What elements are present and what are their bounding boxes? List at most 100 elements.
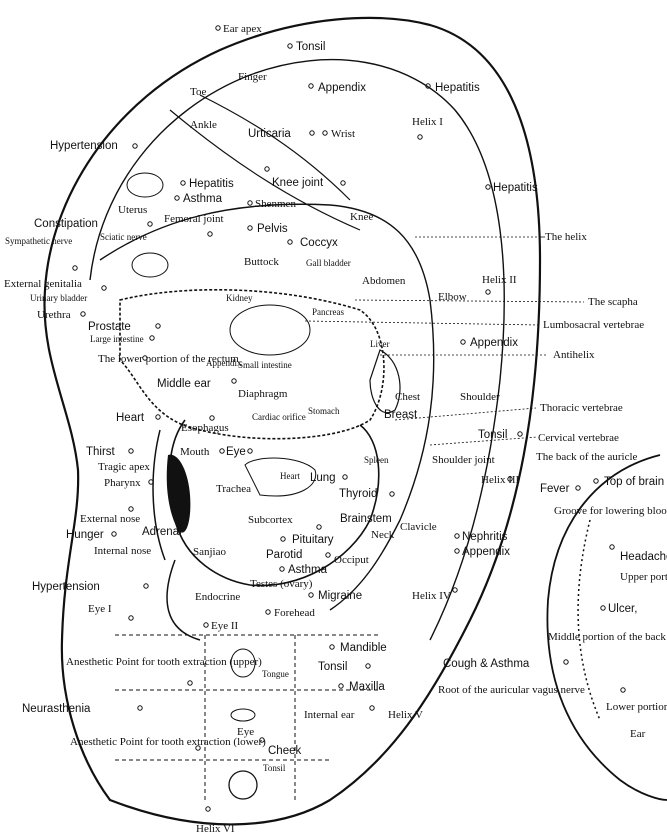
label-mandible: Mandible xyxy=(340,642,387,654)
label-hunger: Hunger xyxy=(66,529,104,541)
label-migraine: Migraine xyxy=(318,590,362,602)
label-hepatitis-right: Hepatitis xyxy=(493,182,538,194)
label-internal-nose: Internal nose xyxy=(94,545,151,557)
label-middle-back: Middle portion of the back xyxy=(548,631,666,643)
label-anesthetic-upper: Anesthetic Point for tooth extraction (u… xyxy=(66,656,262,668)
label-root-vagus: Root of the auricular vagus nerve xyxy=(438,684,585,696)
label-headache: Headache xyxy=(620,551,667,563)
label-finger: Finger xyxy=(238,71,267,83)
label-brainstem: Brainstem xyxy=(340,513,392,525)
label-lumbosacral: Lumbosacral vertebrae xyxy=(543,319,644,331)
label-coccyx: Coccyx xyxy=(300,237,338,249)
label-tongue: Tongue xyxy=(262,669,289,679)
label-appendix-top: Appendix xyxy=(318,82,366,94)
label-appendix-mid: Appendix xyxy=(470,337,518,349)
label-femoral-joint: Femoral joint xyxy=(164,213,224,225)
label-clavicle: Clavicle xyxy=(400,521,437,533)
label-anesthetic-lower: Anesthetic Point for tooth extraction (l… xyxy=(70,736,266,748)
label-groove: Groove for lowering blood pressure xyxy=(554,505,667,517)
label-pelvis: Pelvis xyxy=(257,223,288,235)
label-nephritis: Nephritis xyxy=(462,531,508,543)
label-cardiac-orifice: Cardiac orifice xyxy=(252,412,306,422)
label-sympathetic-nerve: Sympathetic nerve xyxy=(5,236,72,246)
label-helix-ii: Helix II xyxy=(482,274,517,286)
label-back-auricle: The back of the auricle xyxy=(536,451,638,463)
label-hepatitis-top: Hepatitis xyxy=(435,82,480,94)
label-testes: Testes (ovary) xyxy=(250,578,313,590)
label-esophagus: Esophagus xyxy=(181,422,229,434)
label-external-genitalia: External genitalia xyxy=(4,278,82,290)
label-tonsil-low: Tonsil xyxy=(318,661,347,673)
label-trachea: Trachea xyxy=(216,483,251,495)
label-heart-small: Heart xyxy=(280,471,300,481)
label-large-intestine: Large intestine xyxy=(90,334,144,344)
label-abdomen: Abdomen xyxy=(362,275,406,287)
label-liver: Liver xyxy=(370,339,390,349)
label-sanjiao: Sanjiao xyxy=(193,546,226,558)
label-neck: Neck xyxy=(371,529,395,541)
label-asthma-top: Asthma xyxy=(183,193,223,205)
label-thirst: Thirst xyxy=(86,446,116,458)
label-forehead: Forehead xyxy=(274,607,315,619)
label-constipation: Constipation xyxy=(34,218,98,230)
label-gall-bladder: Gall bladder xyxy=(306,258,351,268)
label-uterus: Uterus xyxy=(118,204,147,216)
label-antihelix: Antihelix xyxy=(553,349,595,361)
label-prostate: Prostate xyxy=(88,321,131,333)
label-middle-ear: Middle ear xyxy=(157,378,211,390)
label-top-brain: Top of brain xyxy=(604,476,664,488)
label-subcortex: Subcortex xyxy=(248,514,293,526)
label-ankle: Ankle xyxy=(190,119,217,131)
label-appendix-small: Appendix xyxy=(206,358,242,368)
label-shenmen: Shenmen xyxy=(255,198,296,210)
label-pharynx: Pharynx xyxy=(104,477,141,489)
label-cervical: Cervical vertebrae xyxy=(538,432,619,444)
label-hypertension-low: Hypertension xyxy=(32,581,100,593)
label-toe: Toe xyxy=(190,86,206,98)
label-thyroid: Thyroid xyxy=(339,488,377,500)
label-stomach: Stomach xyxy=(308,406,340,416)
label-helix-i: Helix I xyxy=(412,116,443,128)
label-adrenal: Adrenal xyxy=(142,526,182,538)
label-eye-ii: Eye II xyxy=(211,620,239,632)
label-elbow: Elbow xyxy=(438,291,467,303)
label-fever: Fever xyxy=(540,483,570,495)
label-parotid: Parotid xyxy=(266,549,302,561)
label-appendix-low: Appendix xyxy=(462,546,510,558)
label-helix-v: Helix V xyxy=(388,709,423,721)
label-urethra: Urethra xyxy=(37,309,71,321)
label-sciatic-nerve: Sciatic nerve xyxy=(100,232,147,242)
label-ear-apex: Ear apex xyxy=(223,23,262,35)
label-tonsil-lobe: Tonsil xyxy=(263,763,286,773)
label-diaphragm: Diaphragm xyxy=(238,388,288,400)
label-ear-back: Ear xyxy=(630,728,646,740)
label-mouth: Mouth xyxy=(180,446,210,458)
label-asthma-low: Asthma xyxy=(288,564,328,576)
label-maxilla: Maxilla xyxy=(349,681,385,693)
label-lower-back: Lower portion of the back xyxy=(606,701,667,713)
label-shoulder-top: Shoulder xyxy=(460,391,500,403)
label-eye-main: Eye xyxy=(226,446,246,458)
label-wrist: Wrist xyxy=(331,128,355,140)
label-pituitary: Pituitary xyxy=(292,534,334,546)
label-spleen: Spleen xyxy=(364,455,389,465)
label-cheek: Cheek xyxy=(268,745,301,757)
label-heart: Heart xyxy=(116,412,145,424)
label-tonsil-mid: Tonsil xyxy=(478,429,507,441)
label-urinary-bladder: Urinary bladder xyxy=(30,293,87,303)
label-occiput: Occiput xyxy=(334,554,369,566)
label-cough-asthma: Cough & Asthma xyxy=(443,658,530,670)
label-lung: Lung xyxy=(310,472,336,484)
label-hypertension-top: Hypertension xyxy=(50,140,118,152)
label-breast: Breast xyxy=(384,409,418,421)
label-shoulder-joint: Shoulder joint xyxy=(432,454,495,466)
label-eye-i: Eye I xyxy=(88,603,112,615)
label-chest: Chest xyxy=(395,391,420,403)
label-thoracic: Thoracic vertebrae xyxy=(540,402,623,414)
label-urticaria: Urticaria xyxy=(248,128,291,140)
label-pancreas: Pancreas xyxy=(312,307,344,317)
label-helix-iv: Helix IV xyxy=(412,590,451,602)
label-ulcer: Ulcer, xyxy=(608,603,637,615)
label-hepatitis-mid: Hepatitis xyxy=(189,178,234,190)
